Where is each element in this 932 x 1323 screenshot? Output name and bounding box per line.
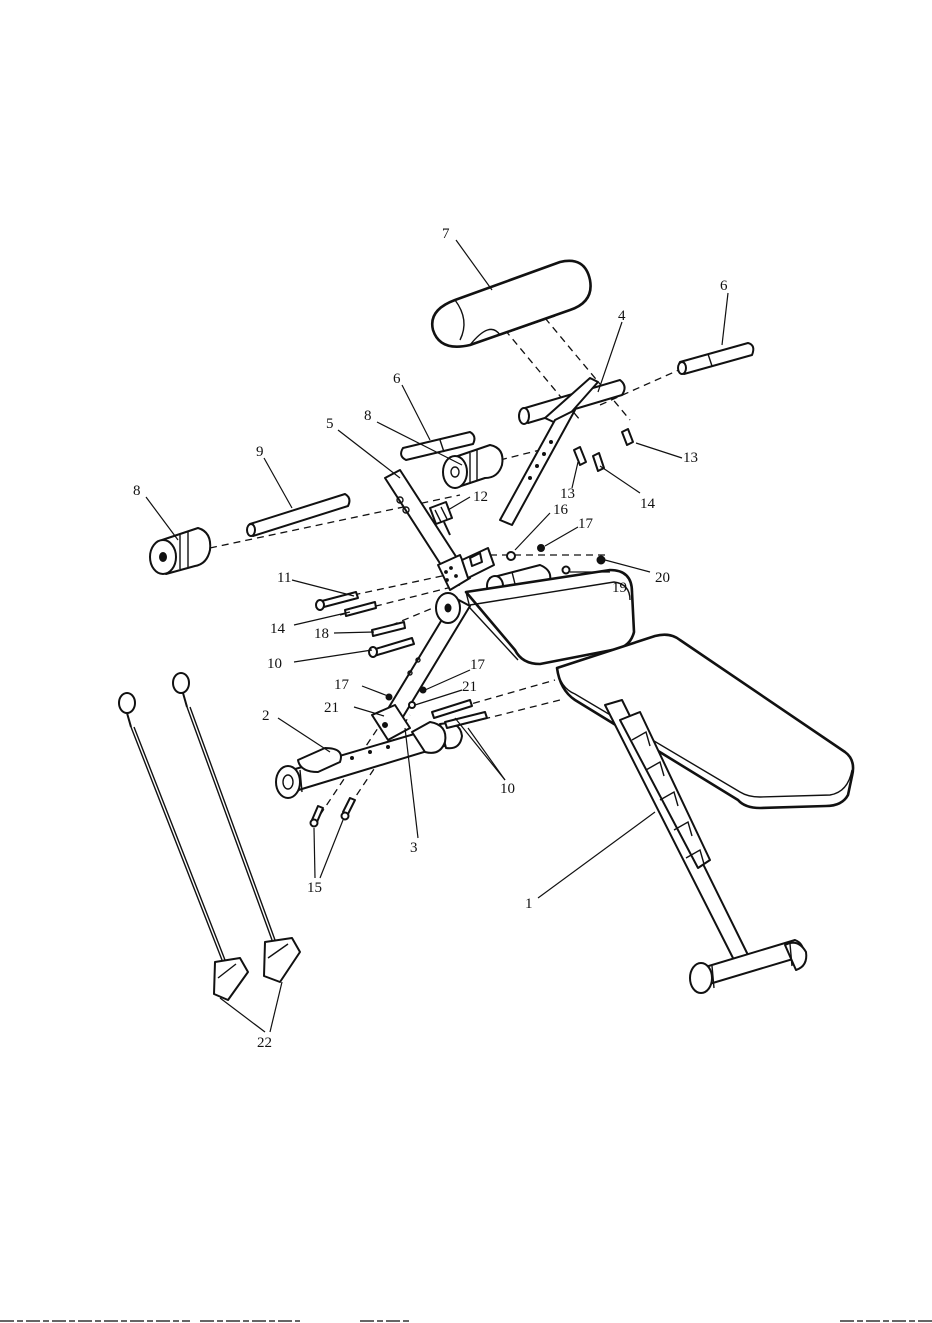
callout-3: 3: [410, 840, 418, 856]
callout-13-right: 13: [683, 450, 698, 466]
callout-22: 22: [257, 1035, 272, 1051]
roller-pad-part-7: [432, 261, 590, 347]
callout-17-left: 17: [334, 677, 350, 693]
callout-5: 5: [326, 416, 334, 432]
callout-18: 18: [314, 626, 329, 642]
callout-2: 2: [262, 708, 270, 724]
callout-12: 12: [473, 489, 488, 505]
callout-19: 19: [612, 580, 627, 596]
callout-6-left: 6: [393, 371, 401, 387]
callout-9: 9: [256, 444, 264, 460]
callout-14-left: 14: [270, 621, 286, 637]
callout-21-right: 21: [462, 679, 477, 695]
front-base-part-2: [276, 722, 462, 798]
foam-roller-part-8-upper: [443, 445, 503, 488]
callout-16: 16: [553, 502, 569, 518]
callout-4: 4: [618, 308, 626, 324]
callout-15: 15: [307, 880, 322, 896]
callout-8-left: 8: [133, 483, 141, 499]
callout-20: 20: [655, 570, 670, 586]
callout-14-right: 14: [640, 496, 656, 512]
callout-10-right: 10: [500, 781, 515, 797]
callout-8-upper: 8: [364, 408, 372, 424]
callout-21-left: 21: [324, 700, 339, 716]
callout-1: 1: [525, 896, 533, 912]
callout-7: 7: [442, 226, 450, 242]
callout-17-middle: 17: [470, 657, 486, 673]
callout-17-right: 17: [578, 516, 594, 532]
resistance-band-part-22-left: [119, 693, 248, 1000]
callout-13-center: 13: [560, 486, 575, 502]
callout-6-right: 6: [720, 278, 728, 294]
backrest-pad: [557, 635, 853, 808]
upright-arm-part-5: [385, 470, 494, 590]
callout-10-left: 10: [267, 656, 282, 672]
roller-pin-part-6-right: [678, 343, 753, 374]
foam-roller-part-8-left: [150, 528, 210, 574]
callout-11: 11: [277, 570, 291, 586]
